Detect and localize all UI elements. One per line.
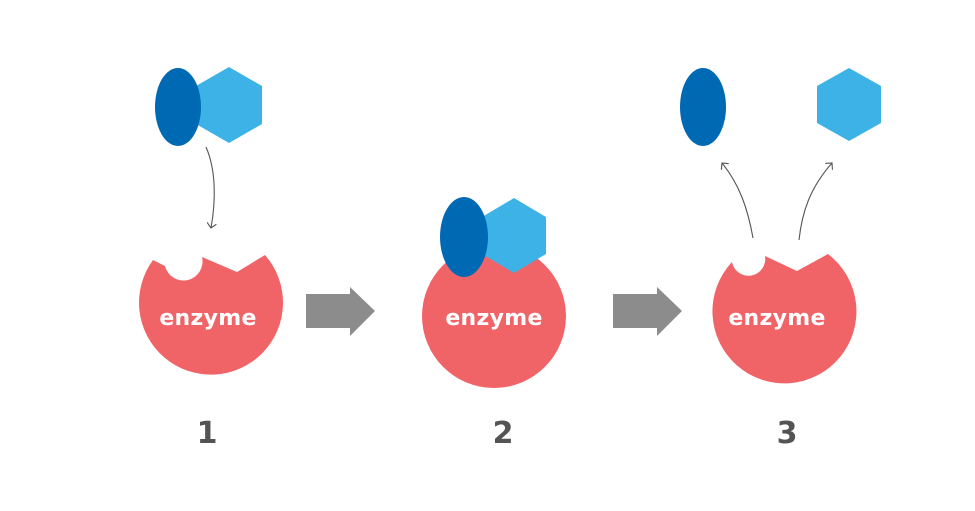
hexagon-substrate [196, 67, 262, 143]
step-number: 2 [493, 416, 514, 451]
enzyme-shape [139, 255, 284, 375]
released-products [680, 68, 881, 146]
step-2: enzyme 2 [422, 197, 566, 451]
block-arrow-right-icon [306, 287, 375, 336]
curved-arrow-down-icon [205, 146, 214, 228]
enzyme-shape [422, 244, 566, 388]
substrate-complex [155, 67, 262, 146]
step-number: 1 [197, 416, 218, 451]
curved-arrow-up-right-icon [798, 163, 832, 241]
enzyme: enzyme [422, 244, 566, 388]
enzyme-label: enzyme [728, 306, 825, 331]
block-arrow-right-icon [613, 287, 682, 336]
hexagon-substrate [482, 198, 546, 273]
ellipse-substrate [155, 68, 201, 146]
enzyme-label: enzyme [445, 306, 542, 331]
ellipse-substrate [680, 68, 726, 146]
bound-substrate-complex [440, 197, 546, 277]
step-number: 3 [777, 416, 798, 451]
hexagon-substrate [817, 68, 881, 141]
enzyme: enzyme [139, 255, 284, 375]
enzyme-label: enzyme [159, 306, 256, 331]
ellipse-substrate [440, 197, 488, 277]
enzyme-shape [712, 254, 857, 384]
step-1: enzyme 1 [139, 67, 284, 451]
step-3: enzyme 3 [680, 68, 881, 451]
curved-arrow-up-left-icon [722, 163, 754, 239]
enzyme: enzyme [712, 254, 857, 384]
